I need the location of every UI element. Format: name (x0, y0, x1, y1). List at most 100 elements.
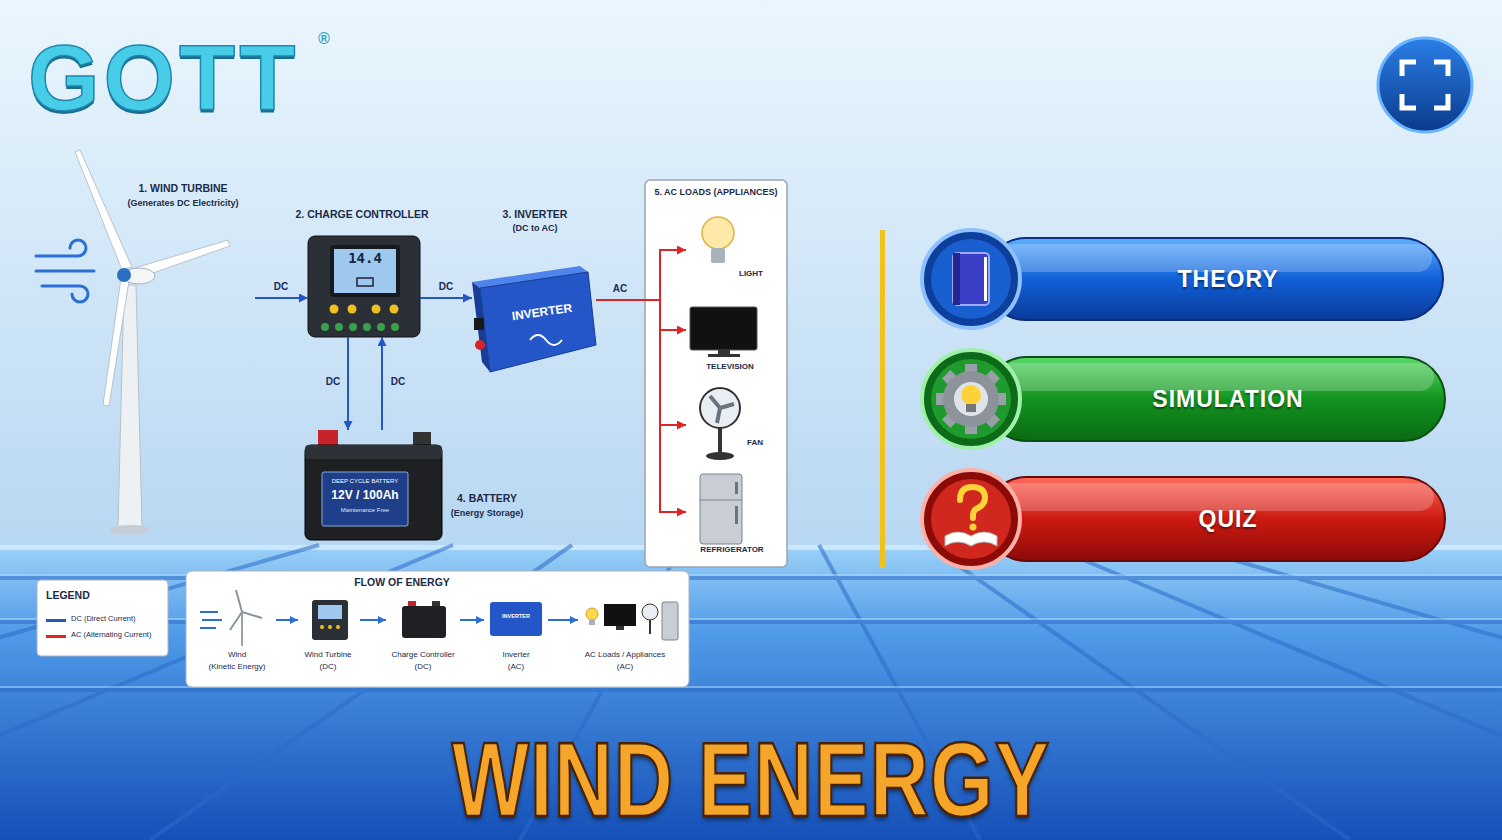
wind-turbine-illustration (117, 268, 131, 282)
legend-text: DC (Direct Current) (71, 615, 136, 624)
theory-button-graphic (922, 230, 1443, 328)
ac-loads-panel-illustration (735, 482, 738, 494)
ac-loads-panel-illustration (700, 500, 742, 501)
battery-illustration (305, 445, 442, 459)
ac-loads-panel-illustration (690, 307, 757, 350)
battery-illustration (322, 472, 408, 526)
flow-arrow (460, 619, 484, 621)
simulation-button-graphic (931, 359, 1011, 439)
flow-panel-illustration (490, 602, 542, 636)
step-caption: (DC) (320, 662, 337, 671)
charge-controller: 2. CHARGE CONTROLLER14.4 (308, 236, 420, 337)
component-subtitle: (DC to AC) (512, 223, 557, 233)
ac-connector (596, 300, 686, 330)
legend-title: LEGEND (46, 589, 90, 601)
wind-lines (36, 240, 86, 256)
theory-button: THEORY (1016, 238, 1440, 320)
ac-connector (596, 300, 686, 512)
divider-line (880, 230, 885, 568)
quiz-button: QUIZ (1016, 477, 1440, 561)
step-caption: AC Loads / Appliances (585, 650, 666, 659)
flow-panel-illustration (200, 612, 222, 628)
step-caption: Inverter (502, 650, 529, 659)
component-title: 3. INVERTER (503, 208, 568, 220)
charge-controller-illustration (335, 323, 343, 331)
theory-button-graphic (922, 230, 1020, 328)
step-caption: Wind Turbine (304, 650, 351, 659)
legend-swatch (46, 619, 66, 622)
legend-text: AC (Alternating Current) (71, 631, 151, 640)
step-caption: (AC) (617, 662, 633, 671)
charge-controller-illustration (377, 323, 385, 331)
wind-turbine: 1. WIND TURBINE(Generates DC Electricity… (40, 150, 255, 540)
charge-controller-illustration (372, 305, 381, 314)
wind-lines (36, 270, 94, 273)
charge-controller-illustration (363, 323, 371, 331)
battery-illustration (413, 432, 431, 446)
flow-panel-illustration (589, 620, 595, 625)
simulation-button-graphic (985, 357, 1445, 441)
theory-button-graphic (953, 253, 989, 305)
flow-step: Charge Controller(DC) (386, 592, 460, 680)
charge-controller-illustration (391, 323, 399, 331)
refrigerator-load: REFRIGERATOR (686, 470, 782, 560)
television-load: TELEVISION (686, 300, 778, 378)
wind-lines (42, 286, 88, 302)
floor (1182, 545, 1502, 840)
flow-arrow (276, 619, 298, 621)
component-title: 2. CHARGE CONTROLLER (295, 208, 428, 220)
flow-panel-illustration (336, 625, 340, 629)
flow-panel-illustration (328, 625, 332, 629)
quiz-button-graphic (922, 470, 1020, 568)
component-subtitle: (Energy Storage) (451, 508, 524, 518)
battery-label: DEEP CYCLE BATTERY (332, 478, 399, 485)
inverter-illustration (475, 340, 485, 350)
battery-rating: 12V / 100Ah (331, 489, 398, 503)
ac-loads-panel: 5. AC LOADS (APPLIANCES) LIGHT TELEVISIONF… (645, 180, 787, 567)
flow-panel-illustration (241, 612, 243, 646)
simulation-button-graphic (954, 382, 988, 416)
ac-loads-panel-illustration (706, 452, 734, 460)
theory-button-graphic (953, 253, 960, 305)
flow-panel-illustration (662, 602, 678, 640)
theory-button-graphic (984, 257, 987, 301)
charge-controller-illustration (330, 305, 339, 314)
connector-label: DC (274, 281, 288, 293)
simulation-button-graphic (922, 350, 1020, 448)
charge-controller-illustration (357, 278, 373, 286)
button-label: SIMULATION (1152, 386, 1303, 413)
charge-controller-illustration (390, 305, 399, 314)
ac-connector (596, 250, 686, 300)
ac-loads-panel-illustration (711, 248, 725, 263)
connector-label: AC (613, 283, 627, 295)
floor (0, 688, 1502, 692)
fan-load: FAN (686, 383, 776, 463)
dc-connector (381, 337, 383, 430)
step-caption: Wind (228, 650, 246, 659)
flow-panel-illustration (186, 571, 689, 687)
flow-panel-illustration (186, 571, 689, 687)
component-title: 1. WIND TURBINE (138, 182, 227, 194)
ac-loads-panel-illustration (700, 474, 742, 544)
dc-connector (255, 297, 308, 299)
inverter-illustration (530, 335, 562, 345)
flow-panel-illustration (320, 625, 324, 629)
step-caption: Charge Controller (391, 650, 454, 659)
device-label: INVERTER (502, 613, 530, 619)
battery-illustration (305, 445, 442, 540)
simulation-button-graphic (961, 385, 981, 405)
panel-title: 5. AC LOADS (APPLIANCES) (654, 187, 777, 197)
dc-connector (347, 337, 349, 430)
ac-loads-panel-illustration (645, 180, 787, 567)
charge-controller-illustration (321, 323, 329, 331)
battery-label: Maintenance Free (341, 507, 389, 514)
fullscreen-button (1402, 62, 1448, 108)
fullscreen-button (1378, 38, 1472, 132)
logo: GOTT (28, 26, 300, 132)
lcd-readout: 14.4 (348, 250, 382, 266)
flow-step: Wind(Kinetic Energy) (198, 592, 276, 680)
charge-controller-illustration (308, 236, 420, 337)
ac-loads-panel-illustration (708, 354, 740, 357)
wind-lines (36, 240, 94, 302)
light-load: LIGHT (686, 212, 776, 282)
